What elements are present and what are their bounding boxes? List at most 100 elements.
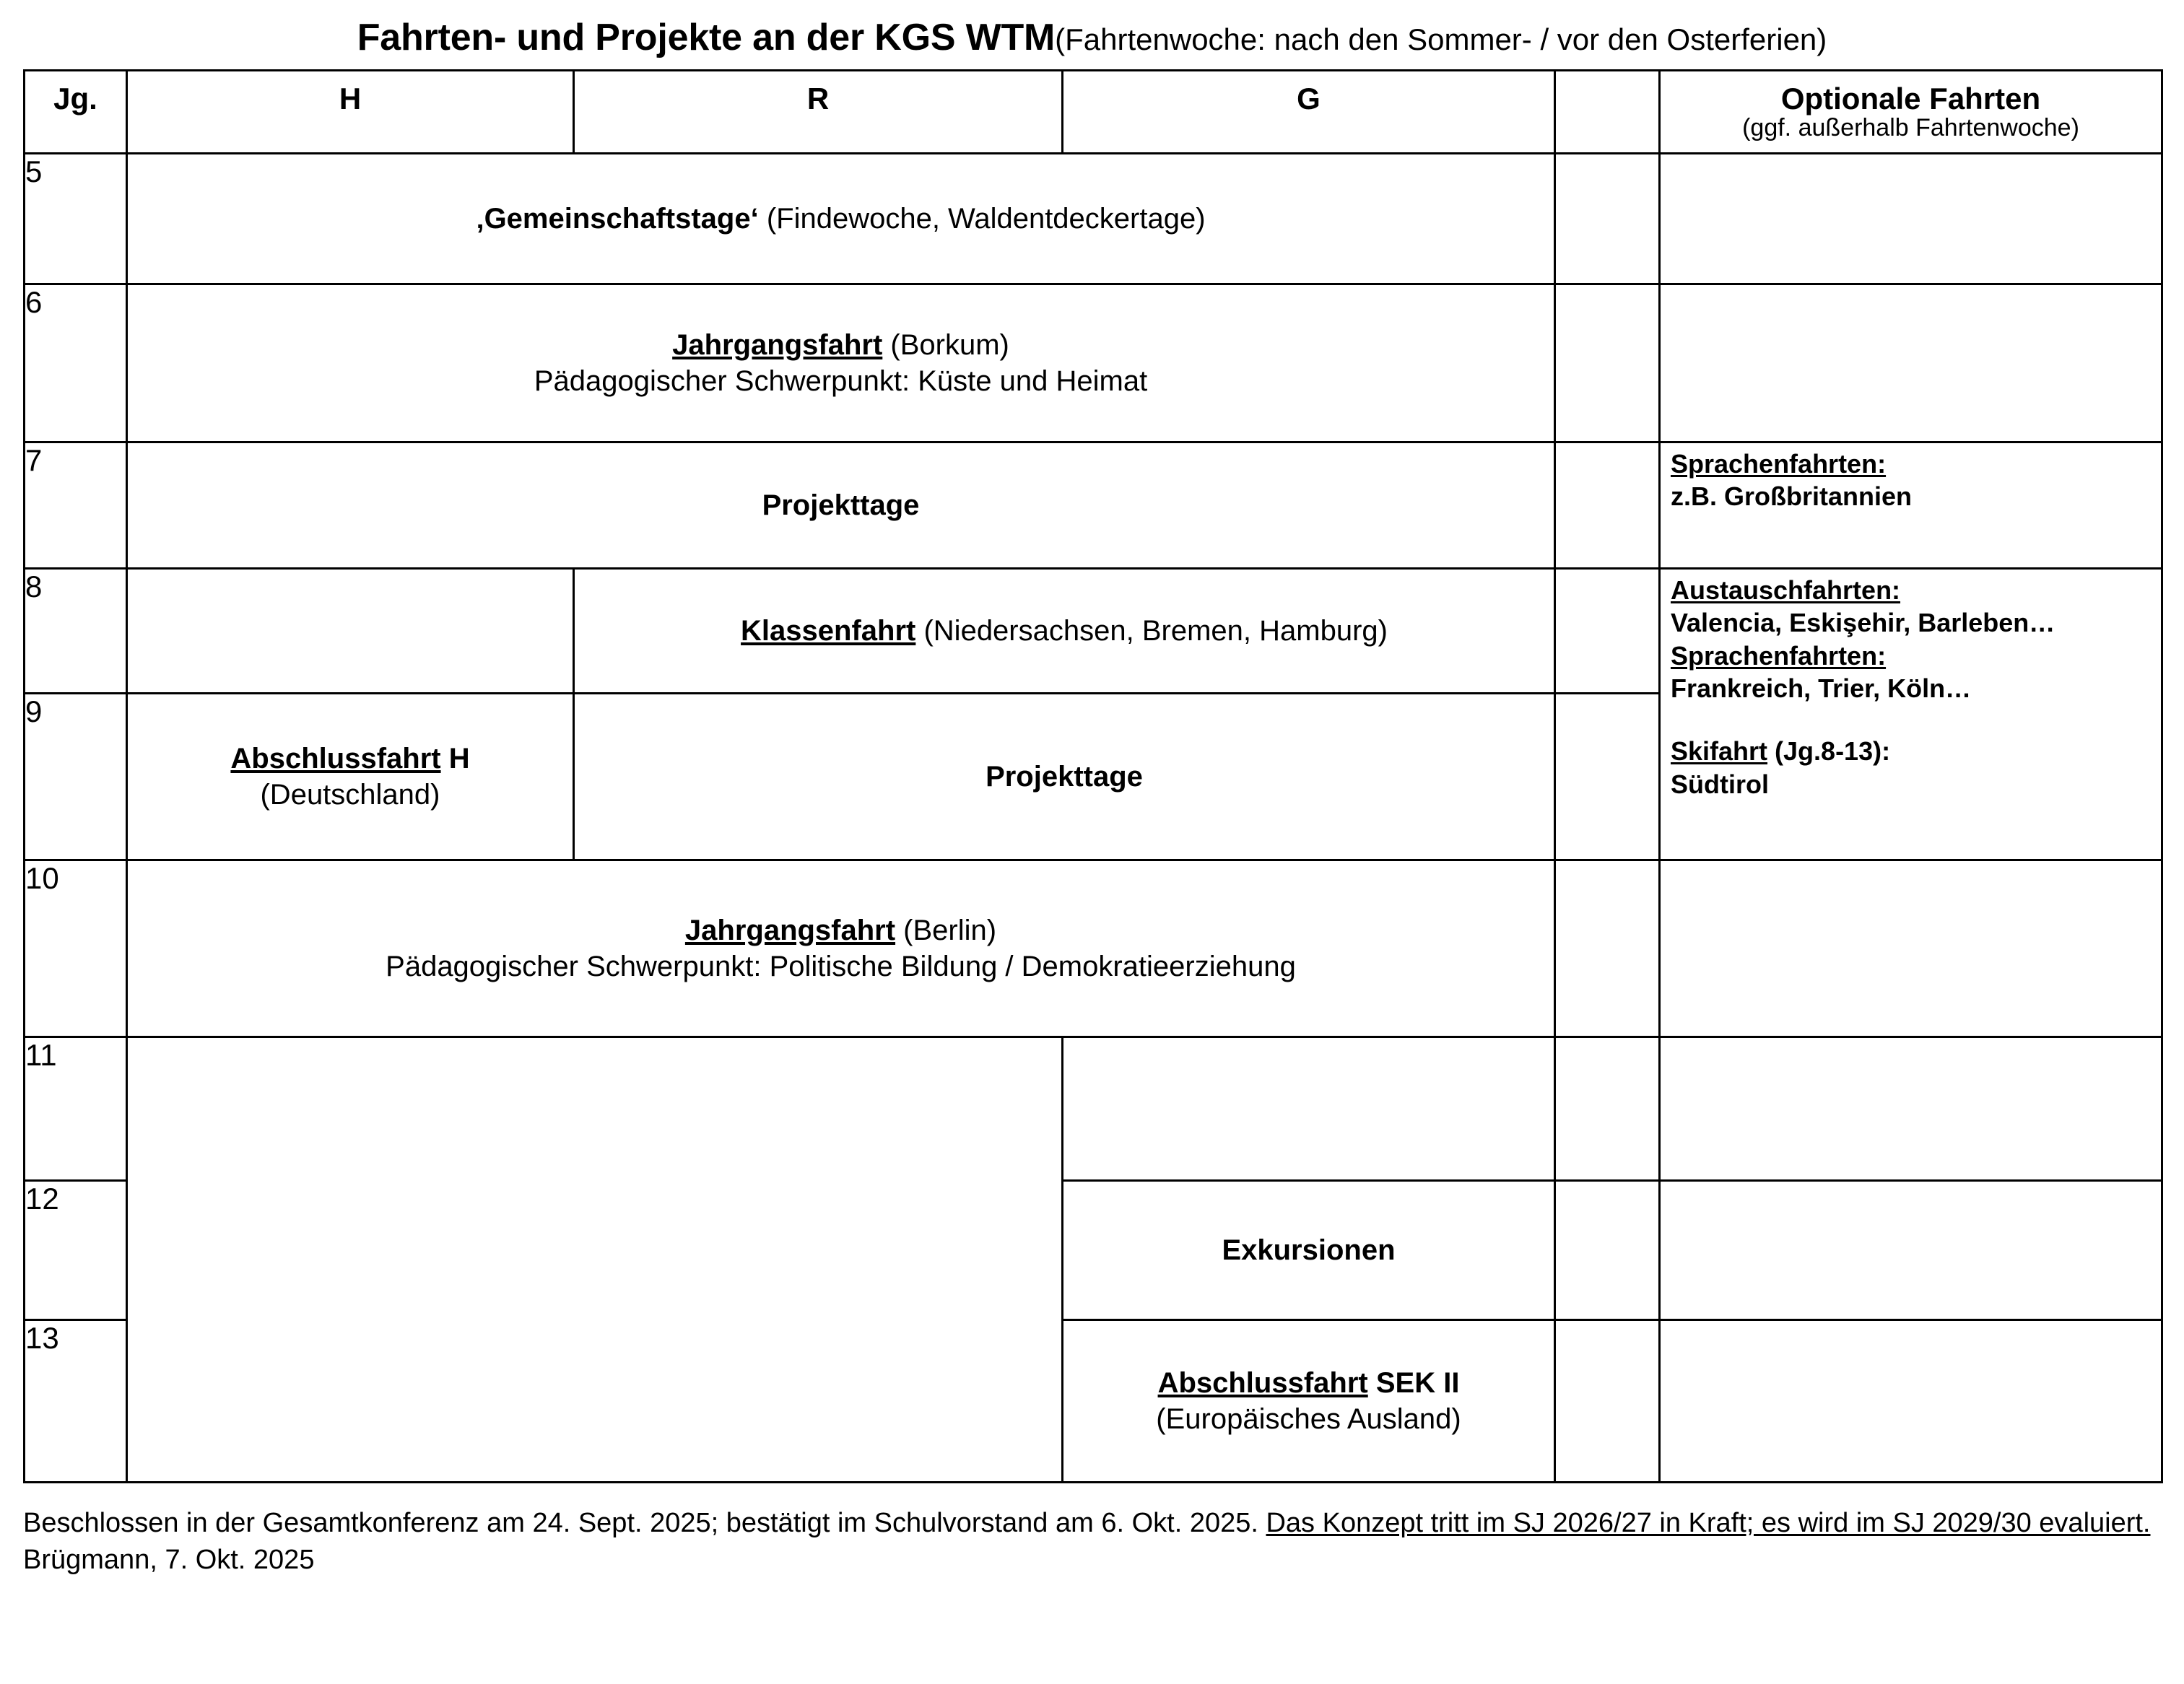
grade-cell-7: 7 — [23, 441, 128, 570]
cell-text: (Europäisches Ausland) — [1156, 1403, 1461, 1435]
table-row: 12 Exkursionen — [23, 1179, 2163, 1321]
cell-text: Pädagogischer Schwerpunkt: Küste und Hei… — [534, 365, 1148, 397]
optional-trips-content — [1661, 861, 2161, 1036]
grade-cell-12: 12 — [23, 1179, 128, 1321]
optional-trips-cell — [1658, 1036, 2163, 1182]
cell-line: (Europäisches Ausland) — [1063, 1401, 1554, 1437]
optional-trips-content: Austauschfahrten:Valencia, Eskişehir, Ba… — [1661, 570, 2161, 859]
schedule-cell — [1061, 1036, 1556, 1182]
schedule-cell: Abschlussfahrt SEK II(Europäisches Ausla… — [1061, 1319, 1556, 1483]
cell-text: (Niedersachsen, Bremen, Hamburg) — [915, 614, 1388, 647]
optional-trips-cell — [1658, 283, 2163, 443]
optional-text: z.B. Großbritannien — [1671, 481, 1913, 512]
optional-trips-cell: Austauschfahrten:Valencia, Eskişehir, Ba… — [1658, 567, 2163, 861]
optional-line: Austauschfahrten: — [1671, 574, 2161, 606]
fahrtenplan-table: Jg. H R G Optionale Fahrten (ggf. außerh… — [23, 69, 2163, 1483]
cell-line: Jahrgangsfahrt (Berlin) — [128, 912, 1554, 948]
cell-text: Jahrgangsfahrt — [672, 328, 883, 361]
optional-line: Valencia, Eskişehir, Barleben… — [1671, 606, 2161, 639]
cell-line: Pädagogischer Schwerpunkt: Küste und Hei… — [128, 363, 1554, 399]
cell-text: (Berlin) — [895, 914, 997, 946]
footer-note: Beschlossen in der Gesamtkonferenz am 24… — [23, 1505, 2184, 1579]
footer-validity-text: Das Konzept tritt im SJ 2026/27 in Kraft… — [1266, 1508, 2151, 1538]
cell-line: (Deutschland) — [128, 777, 573, 813]
cell-line: ‚Gemeinschaftstage‘ (Findewoche, Waldent… — [128, 201, 1554, 237]
optional-line: Frankreich, Trier, Köln… — [1671, 672, 2161, 704]
optional-trips-content: Sprachenfahrten:z.B. Großbritannien — [1661, 443, 2161, 567]
optional-text: Skifahrt — [1671, 736, 1768, 767]
schedule-cell: Abschlussfahrt H(Deutschland) — [126, 692, 575, 861]
grade-cell-8: 8 — [23, 567, 128, 694]
cell-content: Projekttage — [575, 759, 1554, 795]
optional-text: Frankreich, Trier, Köln… — [1671, 673, 1972, 704]
spacer-cell — [1554, 152, 1661, 285]
cell-line: Exkursionen — [1063, 1232, 1554, 1268]
optional-trips-cell — [1658, 859, 2163, 1038]
cell-content: Klassenfahrt (Niedersachsen, Bremen, Ham… — [575, 613, 1554, 649]
optional-text: Austauschfahrten: — [1671, 575, 1901, 605]
grade-cell-9: 9 — [23, 692, 128, 861]
cell-text: Abschlussfahrt — [230, 742, 441, 775]
spacer-line — [1671, 704, 2161, 735]
cell-content: ‚Gemeinschaftstage‘ (Findewoche, Waldent… — [128, 201, 1554, 237]
cell-text: (Findewoche, Waldentdeckertage) — [758, 202, 1206, 235]
table-row: 5‚Gemeinschaftstage‘ (Findewoche, Walden… — [23, 152, 2163, 285]
table-header-row: Jg. H R G Optionale Fahrten (ggf. außerh… — [23, 69, 2163, 154]
cell-line: Abschlussfahrt SEK II — [1063, 1365, 1554, 1401]
schedule-cell — [126, 1036, 1063, 1483]
schedule-cell: Projekttage — [126, 441, 1556, 570]
schedule-cell: Klassenfahrt (Niedersachsen, Bremen, Ham… — [573, 567, 1556, 694]
cell-text: (Deutschland) — [260, 779, 440, 811]
cell-content: Abschlussfahrt H(Deutschland) — [128, 741, 573, 813]
schedule-cell: Exkursionen — [1061, 1179, 1556, 1321]
column-header-h: H — [126, 69, 575, 154]
column-header-spacer — [1554, 69, 1661, 154]
footer-line-2: Brügmann, 7. Okt. 2025 — [23, 1544, 315, 1575]
schedule-cell: Projekttage — [573, 692, 1556, 861]
schedule-cell — [126, 567, 575, 694]
cell-text: H — [440, 742, 470, 775]
schedule-cell: ‚Gemeinschaftstage‘ (Findewoche, Waldent… — [126, 152, 1556, 285]
cell-line: Abschlussfahrt H — [128, 741, 573, 777]
cell-line: Jahrgangsfahrt (Borkum) — [128, 327, 1554, 363]
cell-line: Projekttage — [575, 759, 1554, 795]
cell-text: ‚Gemeinschaftstage‘ — [476, 202, 759, 235]
footer-line-1: Beschlossen in der Gesamtkonferenz am 24… — [23, 1505, 2184, 1542]
cell-content: Abschlussfahrt SEK II(Europäisches Ausla… — [1063, 1365, 1554, 1438]
cell-text: Projekttage — [986, 760, 1143, 793]
optional-line: Sprachenfahrten: — [1671, 640, 2161, 672]
spacer-cell — [1554, 283, 1661, 443]
spacer-cell — [1554, 441, 1661, 570]
cell-content: Projekttage — [128, 487, 1554, 523]
spacer-cell — [1554, 692, 1661, 861]
cell-line: Pädagogischer Schwerpunkt: Politische Bi… — [128, 948, 1554, 985]
optional-line: Südtirol — [1671, 768, 2161, 800]
page-title-main: Fahrten- und Projekte an der KGS WTM — [357, 17, 1056, 58]
optional-trips-cell: Sprachenfahrten:z.B. Großbritannien — [1658, 441, 2163, 570]
table-body: 5‚Gemeinschaftstage‘ (Findewoche, Walden… — [23, 152, 2163, 1483]
optional-trips-content — [1661, 285, 2161, 441]
page-title-subtitle: (Fahrtenwoche: nach den Sommer- / vor de… — [1055, 22, 1827, 56]
cell-text: Jahrgangsfahrt — [684, 914, 896, 946]
cell-content: Exkursionen — [1063, 1232, 1554, 1268]
schedule-cell: Jahrgangsfahrt (Berlin)Pädagogischer Sch… — [126, 859, 1556, 1038]
grade-cell-10: 10 — [23, 859, 128, 1038]
cell-line: Projekttage — [128, 487, 1554, 523]
optional-trips-content — [1661, 154, 2161, 283]
cell-content: Jahrgangsfahrt (Berlin)Pädagogischer Sch… — [128, 912, 1554, 985]
footer-decision-text: Beschlossen in der Gesamtkonferenz am 24… — [23, 1508, 1266, 1538]
grade-cell-6: 6 — [23, 283, 128, 443]
optional-text: (Jg.8-13): — [1767, 736, 1891, 767]
grade-cell-13: 13 — [23, 1319, 128, 1483]
cell-text: Abschlussfahrt — [1157, 1366, 1368, 1399]
spacer-cell — [1554, 1319, 1661, 1483]
cell-text: (Borkum) — [882, 328, 1009, 361]
grade-cell-5: 5 — [23, 152, 128, 285]
cell-content: Jahrgangsfahrt (Borkum)Pädagogischer Sch… — [128, 327, 1554, 400]
grade-cell-11: 11 — [23, 1036, 128, 1182]
schedule-cell: Jahrgangsfahrt (Borkum)Pädagogischer Sch… — [126, 283, 1556, 443]
optional-line: Sprachenfahrten: — [1671, 448, 2161, 480]
